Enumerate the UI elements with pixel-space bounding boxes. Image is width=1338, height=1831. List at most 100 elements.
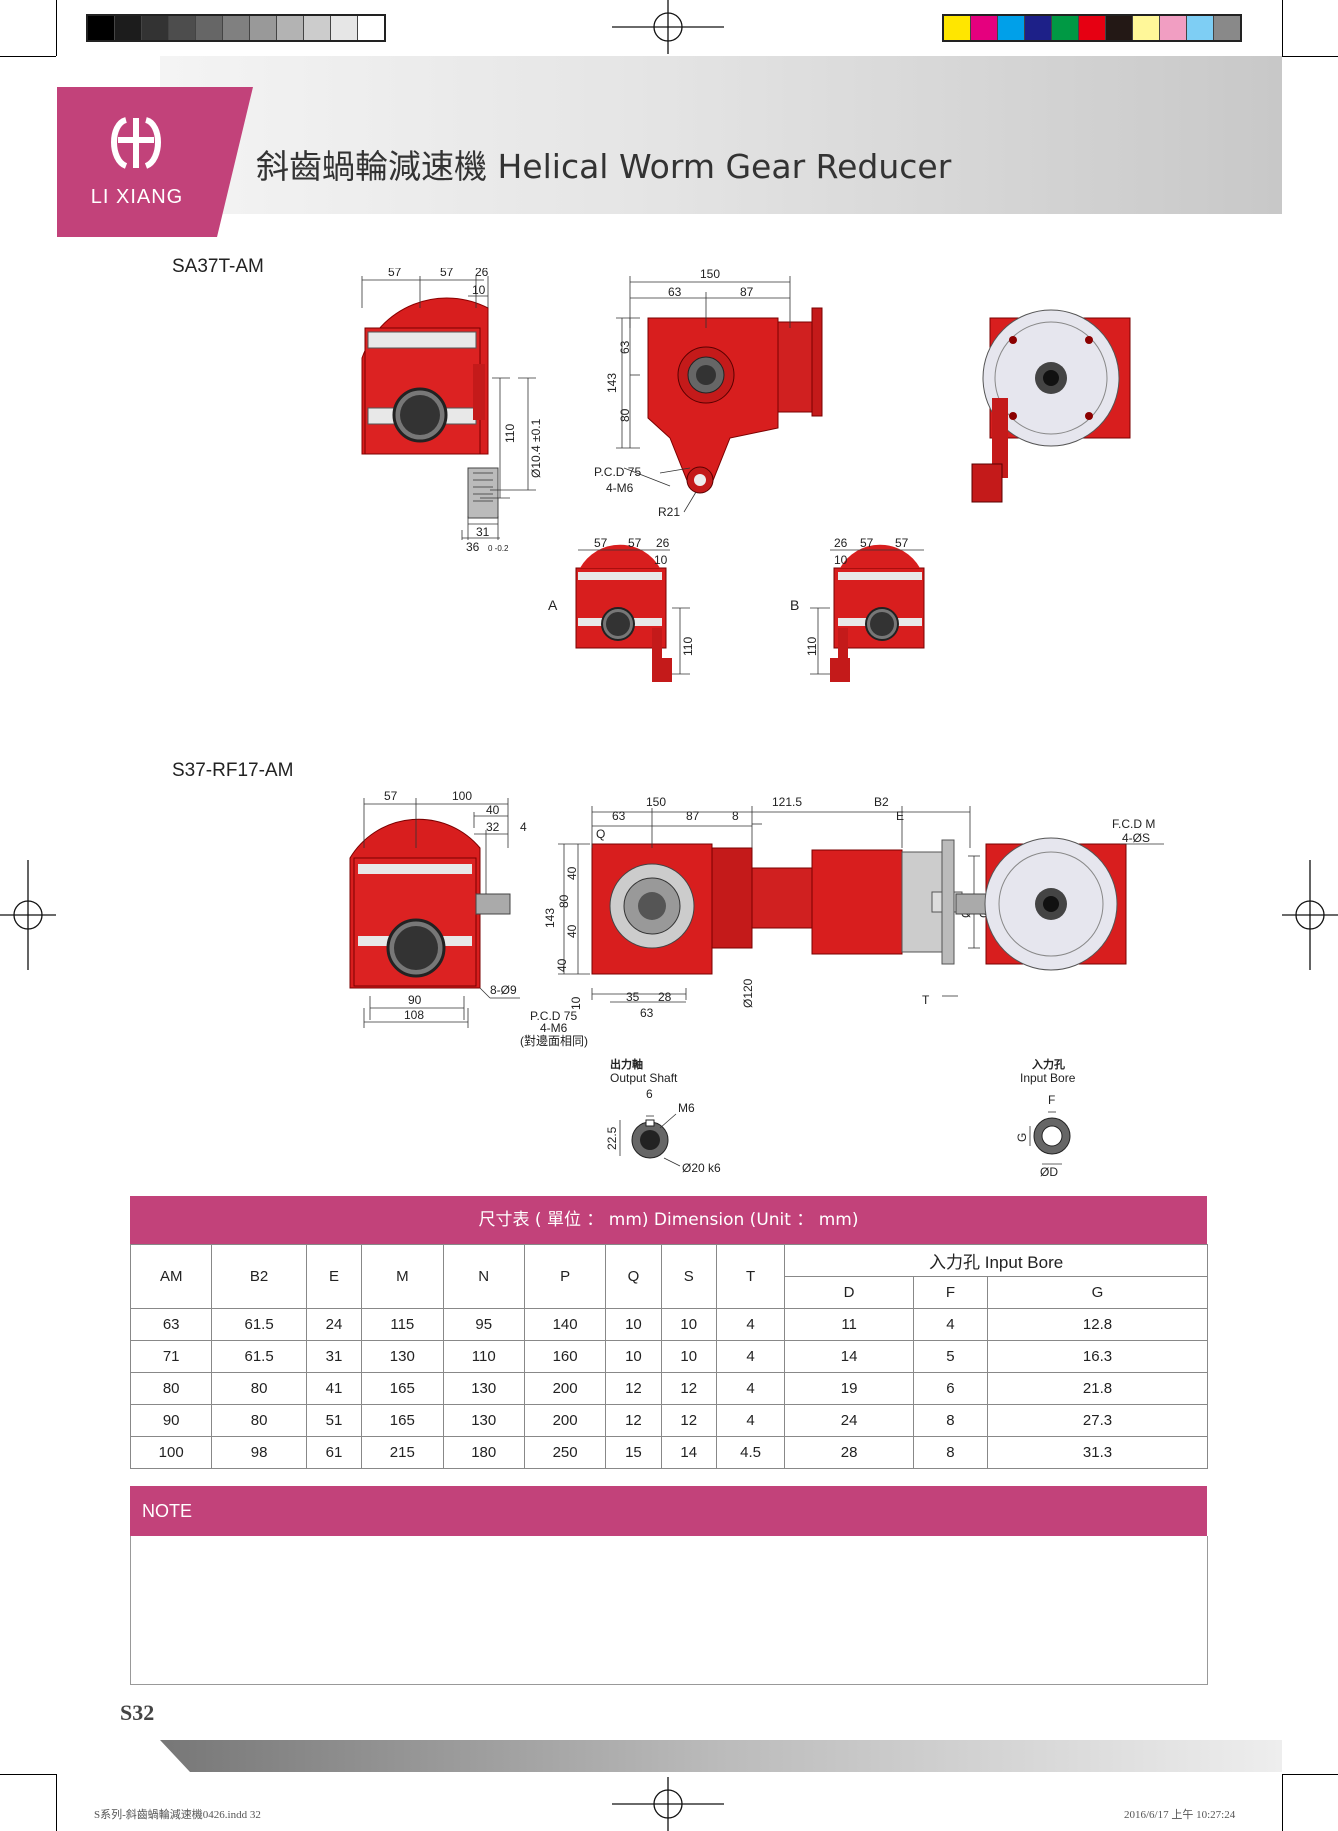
dim-108: 108 (404, 1008, 424, 1022)
page-number: S32 (120, 1700, 155, 1725)
model-label-sa37t: SA37T-AM (172, 256, 264, 277)
note-body (130, 1536, 1208, 1685)
dim-100: 100 (452, 789, 472, 803)
dim-bore: Ø10.4 ±0.1 (529, 418, 543, 478)
gray-swatch (223, 16, 250, 40)
dim-10b: 10 (569, 996, 583, 1010)
dim-40: 40 (486, 803, 500, 817)
table-cell: 200 (523, 1372, 607, 1405)
process-swatch (1025, 16, 1052, 40)
dim-63v: 63 (618, 340, 632, 354)
process-swatch (944, 16, 971, 40)
dim-143b: 143 (543, 908, 557, 928)
table-cell: 14 (784, 1340, 914, 1373)
table-cell: 28 (784, 1436, 914, 1469)
table-cell: 90 (129, 1404, 213, 1437)
sa37t-end-view (971, 309, 1131, 503)
process-swatch (998, 16, 1025, 40)
process-swatch (1214, 16, 1240, 40)
dim-26: 26 (475, 268, 489, 279)
table-cell: 12 (605, 1404, 662, 1437)
page-title: 斜齒蝸輪減速機 Helical Worm Gear Reducer (256, 147, 952, 186)
dim-143: 143 (605, 373, 619, 393)
input-bore-zh: 入力孔 (1032, 1057, 1065, 1071)
table-cell: 130 (442, 1404, 525, 1437)
view-b-dim-57b: 57 (895, 536, 909, 550)
dim-57: 57 (384, 789, 398, 803)
header-band (160, 56, 1282, 214)
footer-triangle (160, 1740, 190, 1772)
table-cell: 24 (305, 1308, 363, 1341)
view-b-dim-26: 26 (834, 536, 848, 550)
dim-32: 32 (486, 820, 500, 834)
table-cell: 31.3 (986, 1436, 1209, 1469)
process-swatch (1106, 16, 1133, 40)
note-header: NOTE (130, 1486, 1207, 1536)
dim-q: Q (596, 827, 605, 841)
output-shaft-en: Output Shaft (610, 1071, 678, 1085)
radius-r21: R21 (658, 505, 680, 519)
view-a-dim-10: 10 (654, 553, 668, 567)
dim-8: 8 (732, 809, 739, 823)
output-shaft-detail: 出力軸 Output Shaft 6 M6 22.5 Ø20 k6 (605, 1057, 721, 1175)
table-cell: 80 (211, 1404, 307, 1437)
footer-band (160, 1740, 1282, 1772)
fcd-m: F.C.D M (1112, 817, 1155, 831)
dim-4: 4 (520, 820, 527, 834)
dim-36-tol: 0 -0.2 (488, 544, 509, 553)
s37-side-view: 57 100 40 32 4 90 108 8-Ø9 (349, 789, 527, 1028)
table-cell: 4 (912, 1308, 988, 1341)
table-cell: 95 (442, 1308, 525, 1341)
table-cell: 12 (660, 1372, 717, 1405)
view-a-dim-57b: 57 (628, 536, 642, 550)
brand-name: LI XIANG (90, 186, 184, 208)
table-cell: 12.8 (986, 1308, 1209, 1341)
dim-121-5: 121.5 (772, 795, 802, 809)
gray-swatch (250, 16, 277, 40)
table-cell: 61.5 (211, 1308, 307, 1341)
table-cell: 140 (523, 1308, 607, 1341)
table-cell: 10 (660, 1340, 717, 1373)
dim-10: 10 (472, 283, 486, 297)
out-20k6: Ø20 k6 (682, 1161, 721, 1175)
holes-4s: 4-ØS (1122, 831, 1150, 845)
table-cell: 12 (605, 1372, 662, 1405)
holes-4m6b: 4-M6 (540, 1021, 568, 1035)
table-cell: 16.3 (986, 1340, 1209, 1373)
sa37t-front-view: 150 63 87 143 63 80 P.C.D 75 4-M6 R21 (594, 268, 823, 519)
view-b-dim-10: 10 (834, 553, 848, 567)
dim-110: 110 (503, 424, 517, 443)
output-shaft-zh: 出力軸 (610, 1057, 643, 1071)
dim-v40a: 40 (565, 866, 579, 880)
col-g: G (986, 1276, 1209, 1309)
dim-57b: 57 (440, 268, 454, 279)
table-cell: 19 (784, 1372, 914, 1405)
table-cell: 4 (715, 1404, 786, 1437)
gray-swatch (331, 16, 358, 40)
holes-4m6: 4-M6 (606, 481, 634, 495)
table-cell: 61.5 (211, 1340, 307, 1373)
footer-date: 2016/6/17 上午 10:27:24 (1124, 1809, 1236, 1821)
table-cell: 6 (912, 1372, 988, 1405)
col-t: T (715, 1244, 786, 1309)
table-cell: 4 (715, 1340, 786, 1373)
col-d: D (784, 1276, 914, 1309)
table-cell: 12 (660, 1404, 717, 1437)
dimension-table: AM B2 E M N P Q S T 入力孔 Input Bore D F G… (129, 1244, 1209, 1469)
grayscale-color-bar (86, 14, 386, 42)
table-cell: 41 (305, 1372, 363, 1405)
dimension-table-title: 尺寸表 ( 單位 ： mm) Dimension (Unit ： mm) (130, 1196, 1207, 1244)
note-label: NOTE (142, 1501, 193, 1521)
logo-triangle (217, 87, 253, 237)
pcd-75b: P.C.D 75 (530, 1009, 577, 1023)
view-a-dim-57a: 57 (594, 536, 608, 550)
table-cell: 130 (361, 1340, 444, 1373)
table-cell: 63 (129, 1308, 213, 1341)
process-swatch (1052, 16, 1079, 40)
dim-150: 150 (700, 268, 720, 281)
table-cell: 115 (361, 1308, 444, 1341)
pcd-75: P.C.D 75 (594, 465, 641, 479)
